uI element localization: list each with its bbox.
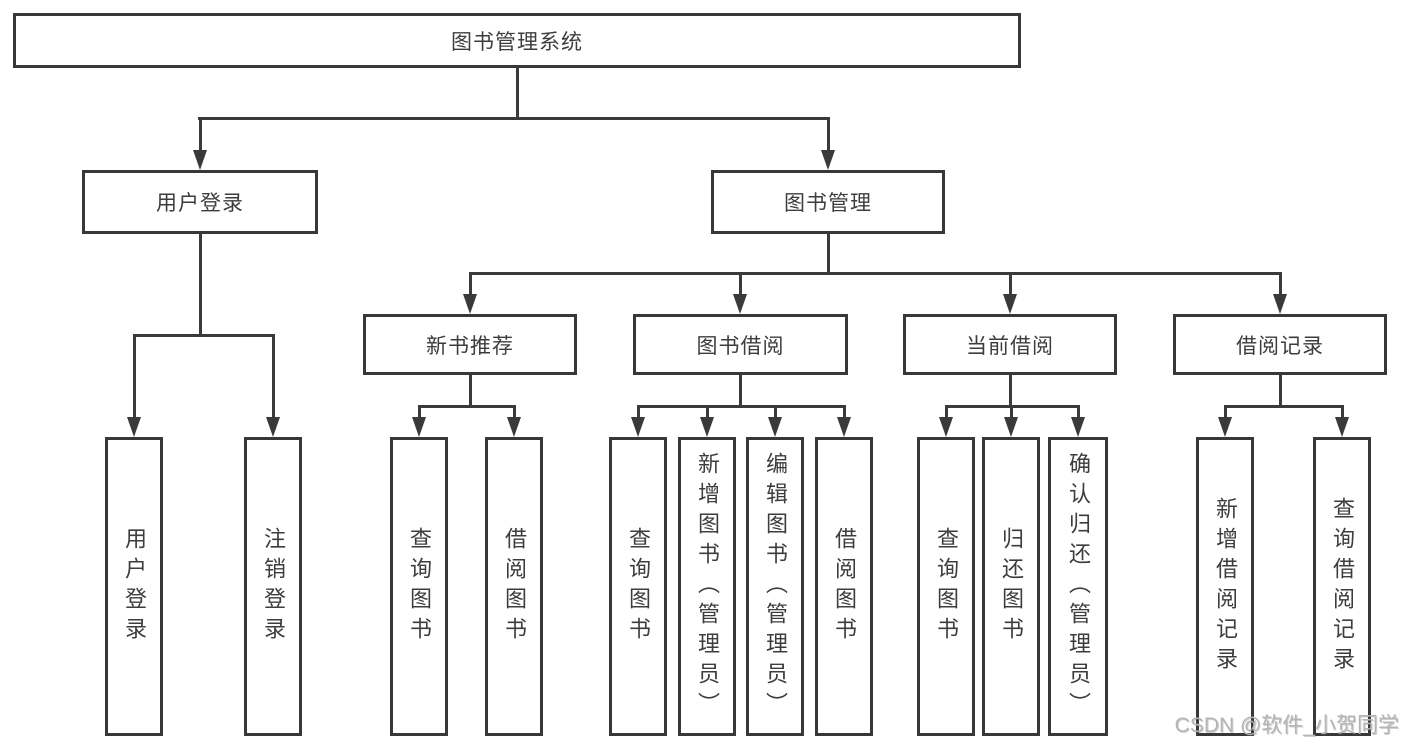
leaf-logout: 注销登录: [244, 437, 302, 736]
node-book-management: 图书管理: [711, 170, 945, 234]
connector-to-leaf: [418, 405, 421, 419]
connector-book-mgmt-stem: [827, 234, 830, 275]
connector-borrow-record-crossbar: [1224, 405, 1343, 408]
connector-root-crossbar: [198, 117, 830, 120]
node-book-management-label: 图书管理: [784, 192, 872, 215]
arrow-down-icon: [733, 294, 747, 314]
leaf-user-login-label: 用户登录: [122, 526, 147, 647]
connector-to-leaf: [513, 405, 516, 419]
leaf-query-book-3-label: 查询图书: [934, 526, 959, 647]
leaf-confirm-return-admin-label: 确认归还（管理员）: [1066, 451, 1091, 722]
leaf-edit-book-admin-label: 编辑图书（管理员）: [763, 451, 788, 722]
connector-to-leaf: [637, 405, 640, 419]
arrow-down-icon: [1071, 417, 1085, 437]
connector-to-leaf-user-login: [133, 334, 136, 419]
connector-to-leaf: [945, 405, 948, 419]
connector-to-leaf-logout: [272, 334, 275, 419]
leaf-query-borrow-record: 查询借阅记录: [1313, 437, 1371, 736]
arrow-down-icon: [631, 417, 645, 437]
connector-to-leaf: [1224, 405, 1227, 419]
csdn-watermark: CSDN @软件_小贺同学: [1174, 714, 1399, 737]
leaf-borrow-book-2-label: 借阅图书: [832, 526, 857, 647]
leaf-query-book-1: 查询图书: [390, 437, 448, 736]
connector-root-stem: [516, 66, 519, 120]
connector-to-leaf: [1077, 405, 1080, 419]
connector-to-leaf: [774, 405, 777, 419]
arrow-down-icon: [266, 417, 280, 437]
arrow-down-icon: [1335, 417, 1349, 437]
connector-to-book-management: [827, 117, 830, 153]
arrow-down-icon: [939, 417, 953, 437]
arrow-down-icon: [1218, 417, 1232, 437]
connector-to-new-book-recommend: [469, 272, 472, 296]
node-root-label: 图书管理系统: [451, 30, 583, 54]
connector-to-leaf: [706, 405, 709, 419]
node-user-login: 用户登录: [82, 170, 318, 234]
node-current-borrowing-label: 当前借阅: [966, 334, 1054, 358]
connector-user-login-crossbar: [133, 334, 275, 337]
arrow-down-icon: [1003, 294, 1017, 314]
connector-book-borrow-stem: [739, 375, 742, 408]
leaf-user-login: 用户登录: [105, 437, 163, 736]
connector-to-book-borrowing: [739, 272, 742, 296]
connector-to-user-login: [199, 117, 202, 153]
connector-to-leaf: [1010, 405, 1013, 419]
leaf-return-book: 归还图书: [982, 437, 1040, 736]
arrow-down-icon: [1273, 294, 1287, 314]
node-new-book-recommend-label: 新书推荐: [426, 334, 514, 358]
connector-to-leaf: [843, 405, 846, 419]
connector-new-book-stem: [469, 375, 472, 408]
arrow-down-icon: [837, 417, 851, 437]
node-borrowing-records: 借阅记录: [1173, 314, 1387, 375]
leaf-edit-book-admin: 编辑图书（管理员）: [746, 437, 804, 736]
leaf-query-book-1-label: 查询图书: [407, 526, 432, 647]
connector-new-book-crossbar: [418, 405, 516, 408]
connector-book-mgmt-crossbar: [469, 272, 1282, 275]
leaf-add-borrow-record-label: 新增借阅记录: [1213, 496, 1238, 677]
node-user-login-label: 用户登录: [156, 192, 244, 215]
arrow-down-icon: [412, 417, 426, 437]
connector-current-borrow-stem: [1009, 375, 1012, 408]
node-borrowing-records-label: 借阅记录: [1236, 334, 1324, 358]
node-root: 图书管理系统: [13, 13, 1021, 68]
leaf-return-book-label: 归还图书: [999, 526, 1024, 647]
arrow-down-icon: [507, 417, 521, 437]
leaf-add-borrow-record: 新增借阅记录: [1196, 437, 1254, 736]
connector-to-borrowing-records: [1279, 272, 1282, 296]
node-current-borrowing: 当前借阅: [903, 314, 1117, 375]
node-book-borrowing-label: 图书借阅: [696, 334, 785, 358]
connector-to-current-borrowing: [1009, 272, 1012, 296]
node-new-book-recommend: 新书推荐: [363, 314, 577, 375]
connector-user-login-stem: [199, 234, 202, 337]
leaf-query-book-2-label: 查询图书: [626, 526, 651, 647]
arrow-down-icon: [127, 417, 141, 437]
connector-book-borrow-crossbar: [637, 405, 845, 408]
leaf-query-book-3: 查询图书: [917, 437, 975, 736]
arrow-down-icon: [821, 150, 835, 170]
leaf-add-book-admin: 新增图书（管理员）: [678, 437, 736, 736]
leaf-query-borrow-record-label: 查询借阅记录: [1330, 496, 1355, 677]
connector-to-leaf: [1341, 405, 1344, 419]
leaf-borrow-book-2: 借阅图书: [815, 437, 873, 736]
leaf-add-book-admin-label: 新增图书（管理员）: [695, 451, 720, 722]
leaf-borrow-book-1: 借阅图书: [485, 437, 543, 736]
arrow-down-icon: [1004, 417, 1018, 437]
arrow-down-icon: [193, 150, 207, 170]
leaf-borrow-book-1-label: 借阅图书: [502, 526, 527, 647]
leaf-confirm-return-admin: 确认归还（管理员）: [1048, 437, 1108, 736]
leaf-query-book-2: 查询图书: [609, 437, 667, 736]
arrow-down-icon: [463, 294, 477, 314]
leaf-logout-label: 注销登录: [261, 526, 286, 647]
connector-borrow-record-stem: [1279, 375, 1282, 408]
arrow-down-icon: [768, 417, 782, 437]
node-book-borrowing: 图书借阅: [633, 314, 848, 375]
arrow-down-icon: [700, 417, 714, 437]
